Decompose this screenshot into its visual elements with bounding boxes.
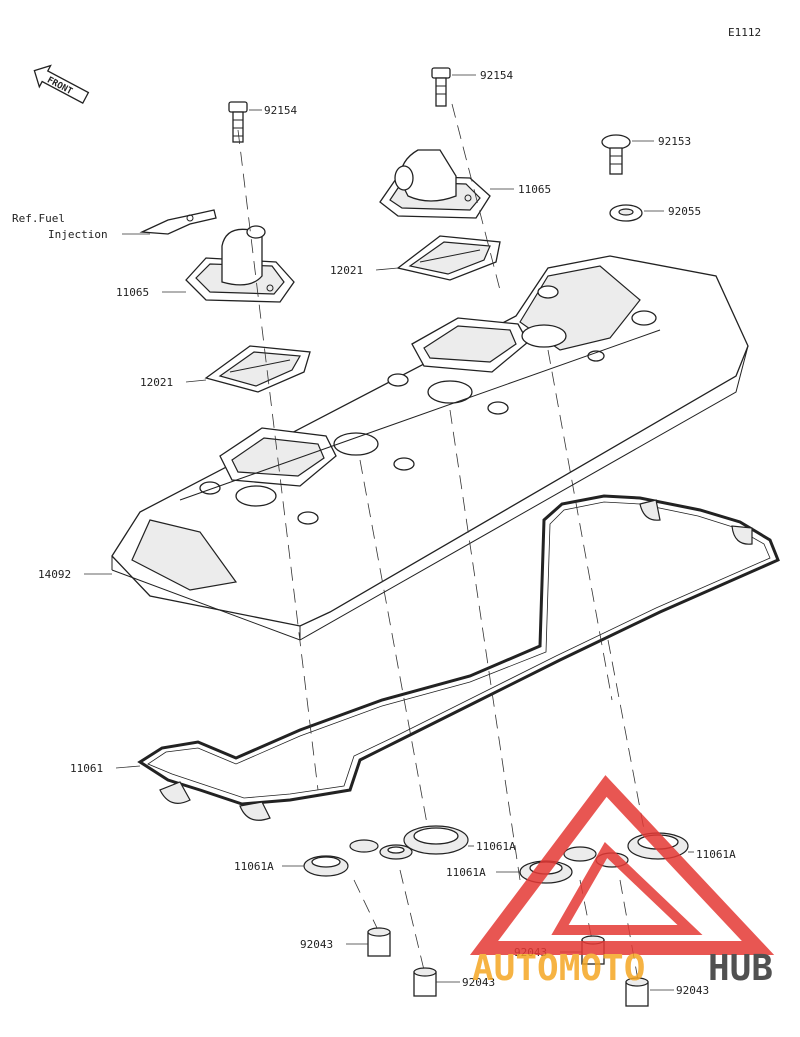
- washer: [609, 204, 643, 222]
- front-arrow-icon: FRONT: [33, 64, 90, 105]
- label-plate-right: 12021: [330, 264, 363, 277]
- label-dowel-4: 92043: [676, 984, 709, 997]
- label-gasket: 11061: [70, 762, 103, 775]
- ref-note-line1: Ref.Fuel: [12, 212, 65, 225]
- gasket: [137, 494, 780, 821]
- breather-left: [185, 225, 295, 303]
- label-seal-3: 11061A: [446, 866, 486, 879]
- seal-mid: [403, 825, 469, 855]
- seal-left: [303, 839, 413, 877]
- dowel-2: [413, 967, 437, 997]
- label-bolt-left: 92154: [264, 104, 297, 117]
- label-washer: 92055: [668, 205, 701, 218]
- ref-note-line2: Injection: [48, 228, 108, 241]
- dowel-4: [625, 977, 649, 1007]
- automotohub-watermark-logo: AUTOMOTO HUB: [469, 775, 775, 989]
- cylinder-head-cover: [111, 255, 749, 641]
- label-bolt-small: 92153: [658, 135, 691, 148]
- bolt-right: [431, 67, 451, 107]
- plate-left: [204, 345, 311, 393]
- label-cover: 14092: [38, 568, 71, 581]
- label-bolt-right: 92154: [480, 69, 513, 82]
- label-dowel-1: 92043: [300, 938, 333, 951]
- bolt-left: [228, 101, 248, 143]
- breather-right: [379, 149, 491, 219]
- label-seal-1: 11061A: [234, 860, 274, 873]
- watermark-text-2: HUB: [708, 948, 773, 989]
- plate-right: [396, 235, 501, 281]
- label-breather-left: 11065: [116, 286, 149, 299]
- diagram-id: E1112: [728, 26, 761, 39]
- label-dowel-2: 92043: [462, 976, 495, 989]
- watermark-text-1: AUTOMOTO: [472, 948, 645, 989]
- fuel-bracket: [139, 209, 217, 235]
- bolt-small: [601, 134, 631, 175]
- label-breather-right: 11065: [518, 183, 551, 196]
- label-seal-4: 11061A: [696, 848, 736, 861]
- label-seal-2: 11061A: [476, 840, 516, 853]
- label-plate-left: 12021: [140, 376, 173, 389]
- dowel-1: [367, 927, 391, 957]
